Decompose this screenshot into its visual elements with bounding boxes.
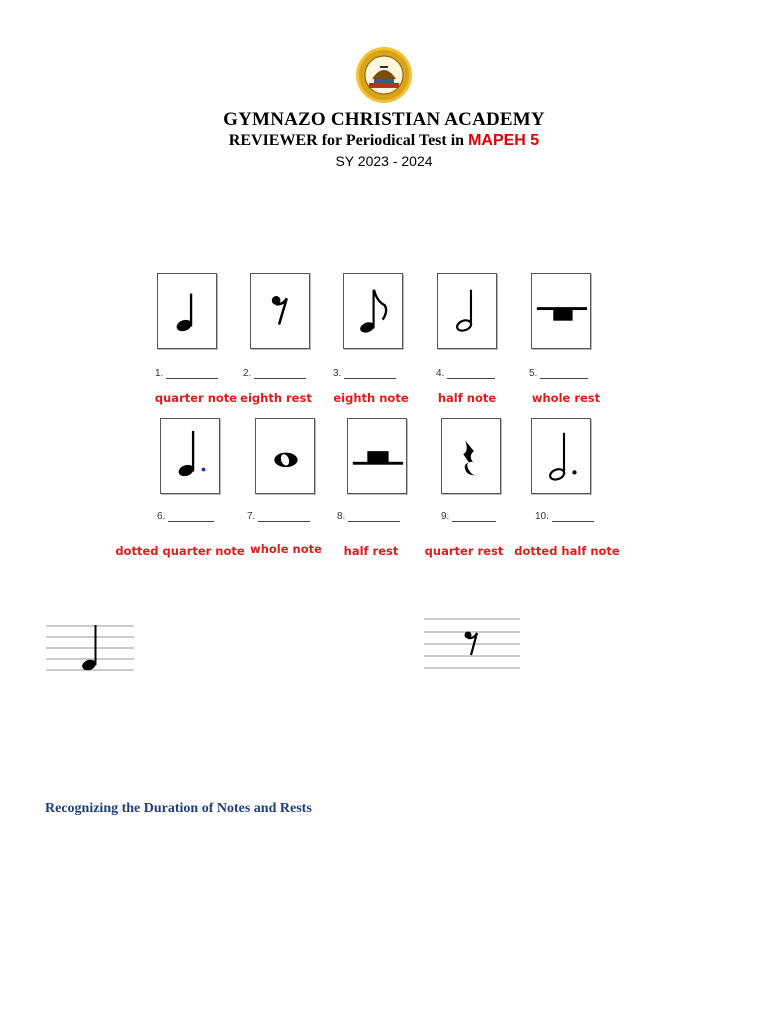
whole-note-icon: [255, 418, 315, 494]
half-rest-icon: [347, 418, 407, 494]
answer-label: dotted quarter note: [115, 544, 245, 558]
eighth-rest-icon: [250, 273, 310, 349]
eighth-note-icon: [343, 273, 403, 349]
answer-label: whole rest: [531, 391, 601, 405]
item-number: 3.: [333, 368, 397, 379]
reviewer-title: REVIEWER for Periodical Test in MAPEH 5: [0, 132, 768, 150]
item-number: 4.: [436, 368, 496, 379]
quarter-rest-icon: [441, 418, 501, 494]
school-year: SY 2023 - 2024: [335, 153, 433, 169]
item-number: 10.: [535, 511, 594, 522]
item-number: 7.: [247, 511, 311, 522]
subject-name: MAPEH 5: [468, 132, 540, 149]
item-number: 9.: [441, 511, 497, 522]
answer-label: half rest: [343, 544, 399, 558]
answer-label: half note: [437, 391, 497, 405]
answer-label: whole note: [250, 542, 322, 556]
eighth-rest-on-staff-icon: [424, 615, 520, 671]
dotted-half-note-icon: [531, 418, 591, 494]
reviewer-prefix: REVIEWER for Periodical Test in: [228, 132, 465, 149]
whole-rest-icon: [531, 273, 591, 349]
answer-label: quarter rest: [424, 544, 504, 558]
answer-label: dotted half note: [514, 544, 620, 558]
answer-label: eighth note: [333, 391, 409, 405]
section-heading: Recognizing the Duration of Notes and Re…: [45, 801, 312, 816]
school-name: GYMNAZO CHRISTIAN ACADEMY: [223, 109, 545, 130]
quarter-note-icon: [157, 273, 217, 349]
answer-label: quarter note: [154, 391, 238, 405]
half-note-icon: [437, 273, 497, 349]
quarter-note-on-staff-icon: [46, 622, 134, 674]
dotted-quarter-note-icon: [160, 418, 220, 494]
item-number: 6.: [157, 511, 215, 522]
item-number: 1.: [155, 368, 219, 379]
item-number: 2.: [243, 368, 307, 379]
answer-label: eighth rest: [240, 391, 312, 405]
item-number: 8.: [337, 511, 401, 522]
school-seal-logo: [355, 46, 413, 104]
item-number: 5.: [529, 368, 589, 379]
